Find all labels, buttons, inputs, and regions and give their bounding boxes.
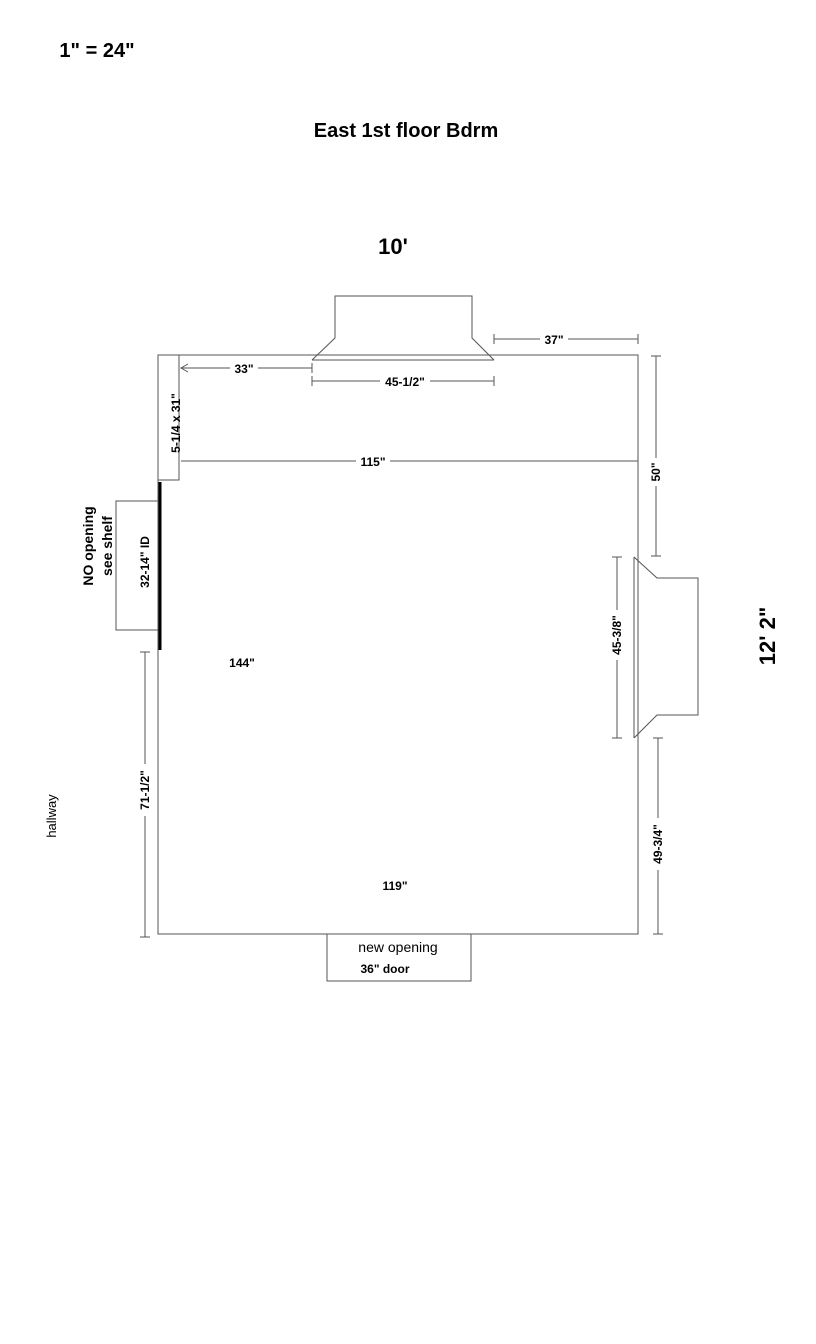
room-outline xyxy=(157,354,639,935)
label-bg xyxy=(380,374,430,388)
plan-title: East 1st floor Bdrm xyxy=(314,120,498,142)
scale-label: 1" = 24" xyxy=(59,40,134,62)
overall-depth-label: 12' 2" xyxy=(755,607,780,665)
right-bay-window xyxy=(633,556,699,739)
dim-left-lower: 71-1/2" xyxy=(138,770,152,810)
dim-top-right: 37" xyxy=(544,333,563,347)
dim-inner-width: 115" xyxy=(360,455,385,469)
new-door-opening xyxy=(326,933,472,982)
note-door: 36" door xyxy=(360,962,409,976)
dim-144: 144" xyxy=(229,656,255,670)
dim-right-window: 45-3/8" xyxy=(610,615,624,655)
note-see-shelf: see shelf xyxy=(99,516,115,576)
overall-width-label: 10' xyxy=(378,234,408,259)
dim-top-window: 45-1/2" xyxy=(385,375,425,389)
dim-right-top: 50" xyxy=(649,462,663,481)
label-bg xyxy=(540,332,568,346)
note-no-opening: NO opening xyxy=(80,506,96,585)
dim-left-door: 32-14" ID xyxy=(138,536,152,588)
dim-top-left: 33" xyxy=(234,362,253,376)
note-new-opening: new opening xyxy=(358,939,437,955)
dim-bottom-width: 119" xyxy=(382,879,407,893)
label-bg xyxy=(610,610,624,660)
dim-closet: 5-1/4 x 31" xyxy=(169,393,183,453)
note-hallway: hallway xyxy=(44,794,59,838)
top-bay-window xyxy=(311,295,495,361)
closet-notch xyxy=(158,354,180,481)
label-bg xyxy=(356,454,390,468)
label-bg xyxy=(230,361,258,375)
arrow-head xyxy=(179,363,189,373)
shelf-outline xyxy=(115,500,158,631)
dim-right-bottom: 49-3/4" xyxy=(651,824,665,864)
label-bg xyxy=(649,458,663,486)
label-bg xyxy=(138,764,152,816)
label-bg xyxy=(651,818,665,870)
